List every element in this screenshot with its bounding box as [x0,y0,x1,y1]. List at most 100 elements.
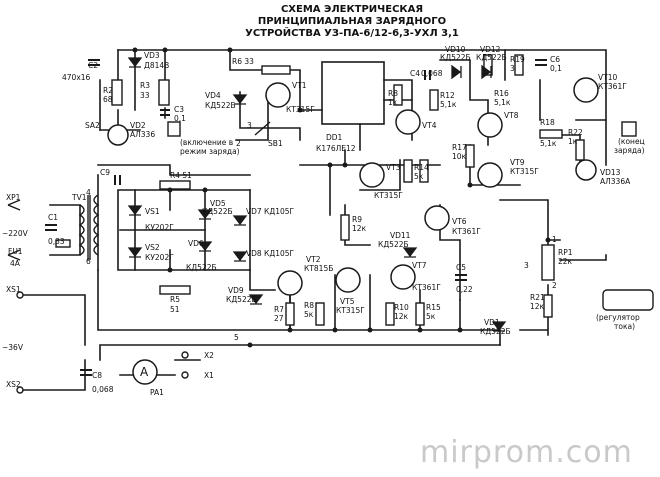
diode-vd11 [402,247,418,258]
label-c3: C3 [174,105,184,114]
label-r5-value: 51 [170,305,180,314]
label-r4: R4 51 [170,171,192,180]
label-r21: R21 [530,293,545,302]
ammeter-symbol: A [140,365,149,379]
title-line-3: УСТРОЙСТВА УЗ-ПА-6/12-6,3-УХЛ 3,1 [245,26,459,39]
label-r18-value: 5,1к [540,139,557,148]
label-r16: R16 [494,89,509,98]
label-vd13-value: АЛ336А [600,177,631,186]
label-r19-value: 3 [510,64,515,73]
label-vd3-value: Д814В [144,61,169,70]
label-node-1: 1 [552,235,557,244]
label-vt1: VT1 [292,81,307,90]
label-vt3: VT3 [386,163,401,172]
label-r12: R12 [440,91,455,100]
label-vd8: VD8 КД105Г [246,249,295,258]
switch-indicator-left [167,121,181,137]
label-r3-value: 33 [140,91,150,100]
label-c5-value: 0,22 [456,285,473,294]
resistor-r7 [285,302,295,326]
label-vd7: VD7 КД105Г [246,207,295,216]
label-r10-value: 12к [394,312,409,321]
label-vt2: VT2 [306,255,321,264]
label-r7-value: 27 [274,314,284,323]
transistor-vt9 [477,162,503,188]
diode-vd5 [197,209,213,220]
diode-vd1 [491,321,507,332]
label-vd10-value: КД522Б [440,53,471,62]
label-r14: R14 [414,163,429,172]
label-vt10-value: КТ361Г [598,82,627,91]
label-vs2: VS2 [145,243,160,252]
label-vt6-value: КТ361Г [452,227,481,236]
resistor-r22 [575,139,585,161]
watermark: mirprom.com [420,435,633,470]
switch-indicator-right [621,121,637,137]
label-fu1: FU1 [8,247,23,256]
resistor-r10 [385,302,395,326]
label-r14-value: 5к [414,172,424,181]
label-end-note-1: (конец [618,137,645,146]
transformer-secondary [93,194,100,256]
label-xs2: XS2 [6,380,21,389]
transistor-vt6 [424,205,450,231]
capacitor-c5 [455,274,467,281]
resistor-r13 [403,159,413,183]
label-xs1: XS1 [6,285,21,294]
resistor-r14 [419,159,429,183]
label-vt5-value: КТ315Г [336,306,365,315]
resistor-r19 [514,54,524,76]
transistor-vt1 [265,82,291,108]
capacitor-c3 [160,109,170,116]
label-node-3b: 3 [524,261,529,270]
label-vt1-value: КТ315Г [286,105,315,114]
label-node-5: 5 [234,333,239,342]
label-dd1: DD1 [326,133,343,142]
label-xp1: XP1 [6,193,21,202]
label-vt9-value: КТ315Г [510,167,539,176]
label-mode-note-1: (включение в [180,138,233,147]
label-c1-value: 0,33 [48,237,65,246]
label-vt7-value: КТ361Г [412,283,441,292]
current-regulator-box [602,289,654,311]
label-dd1-value: К176ЛЕ12 [316,144,356,153]
thyristor-vs1 [127,205,143,216]
resistor-r3 [158,79,170,106]
label-r15: R15 [426,303,441,312]
resistor-r12 [429,89,439,111]
resistor-r16 [483,54,493,76]
label-r15-value: 5к [426,312,436,321]
label-rp1: RP1 [558,248,573,257]
label-pa1: PA1 [150,388,164,397]
label-c4: C4 [410,69,420,78]
label-r16-value: 5,1к [494,98,511,107]
label-x1: X1 [204,371,214,380]
label-36v: ~36V [2,343,24,352]
label-r9: R9 [352,215,362,224]
transistor-vt8 [477,112,503,138]
label-r7: R7 [274,305,284,314]
transformer-core [87,195,91,260]
label-c6-value: 0,1 [550,64,562,73]
label-vd12-value: КД522Б [476,53,507,62]
label-vd1: VD1 [484,318,500,327]
label-c2: C2 [88,61,98,70]
label-mode-note-2: режим заряда) [180,147,240,156]
resistor-r17 [465,144,475,168]
transistor-vt2 [277,270,303,296]
label-c1: C1 [48,213,58,222]
led-vd13 [575,159,597,181]
label-r8: R8 [388,89,398,98]
label-vd2: VD2 [130,121,146,130]
label-node-2a: 2 [236,139,241,148]
label-r6: R6 33 [232,57,254,66]
label-vs1-value: КУ202Г [145,223,174,232]
thyristor-vs2 [127,247,143,258]
label-sb1: SB1 [268,139,283,148]
potentiometer-rp1 [541,244,555,281]
capacitor-c9 [114,175,121,185]
capacitor-c6 [535,59,547,66]
label-node-2b: 2 [552,281,557,290]
diode-vd6 [197,241,213,252]
label-r22: R22 [568,128,583,137]
